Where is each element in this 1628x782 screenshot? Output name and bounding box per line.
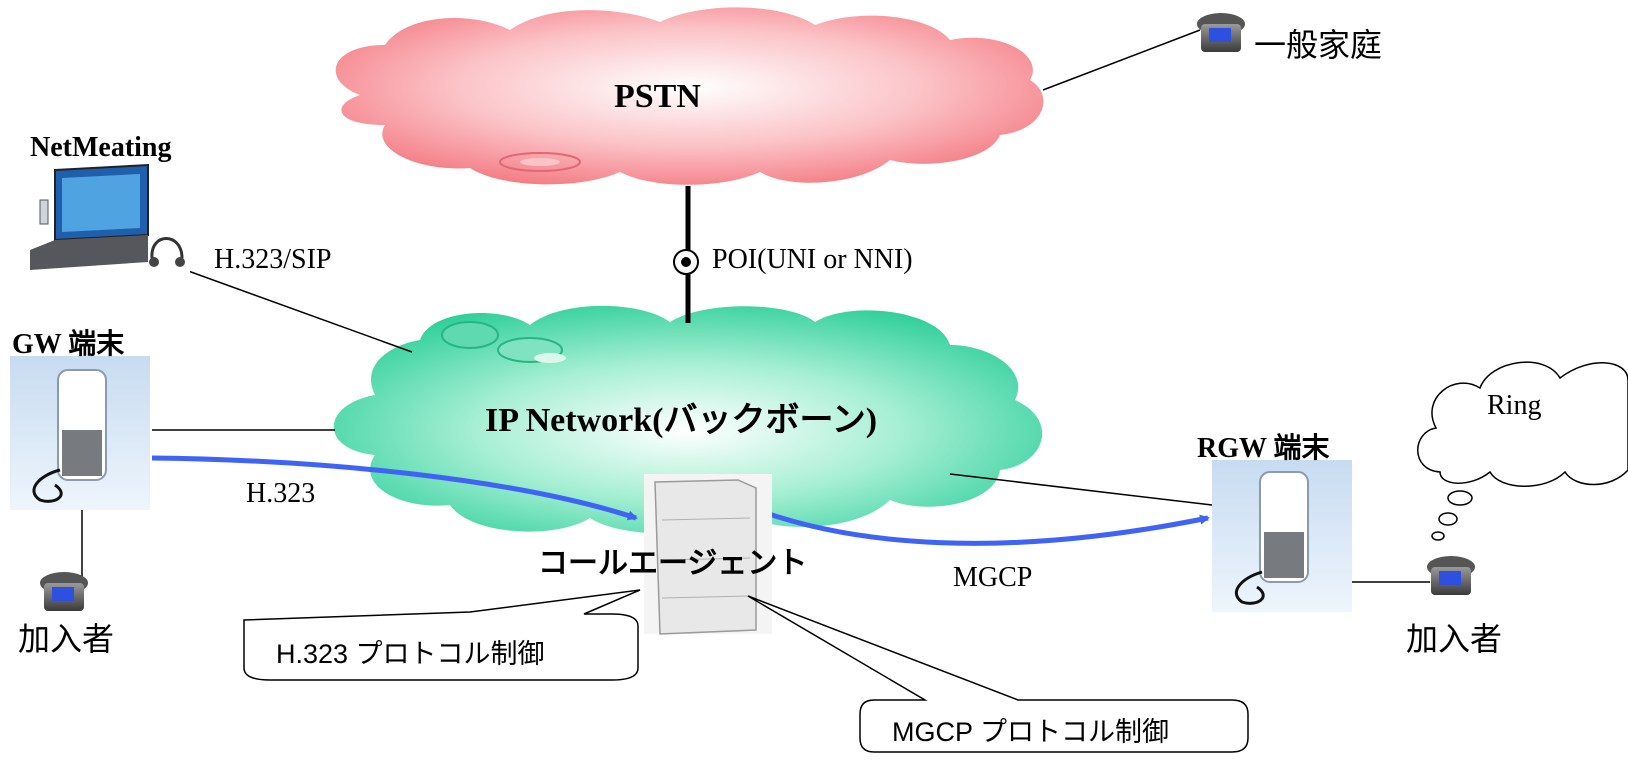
telephone-icon-subscriber-right <box>1427 556 1475 595</box>
h323-sip-label: H.323/SIP <box>214 244 332 275</box>
h323-control-label: H.323 プロトコル制御 <box>276 639 545 669</box>
rgw-terminal-device <box>1212 460 1352 612</box>
mgcp-arrow <box>751 505 1210 546</box>
call-agent-server <box>644 474 772 635</box>
rgw-terminal-label: RGW 端末 <box>1197 433 1330 464</box>
telephone-icon-household <box>1197 13 1245 52</box>
rgw-link <box>949 473 1213 506</box>
mgcp-label: MGCP <box>953 562 1033 593</box>
mgcp-callout <box>747 595 1249 753</box>
gw-terminal-device <box>10 356 150 510</box>
poi-label: POI(UNI or NNI) <box>712 244 913 275</box>
subscriber-left-label: 加入者 <box>18 621 115 657</box>
pstn-cloud <box>335 7 1044 185</box>
call-agent-label: コールエージェント <box>538 547 808 580</box>
netmeeting-link <box>179 267 413 353</box>
gw-terminal-label: GW 端末 <box>12 329 125 360</box>
household-label: 一般家庭 <box>1254 27 1383 63</box>
mgcp-control-label: MGCP プロトコル制御 <box>892 717 1170 747</box>
laptop-icon <box>20 163 190 295</box>
subscriber-right-label: 加入者 <box>1406 621 1503 657</box>
h323-callout <box>243 589 641 681</box>
telephone-icon-subscriber-left <box>40 572 88 611</box>
ip-network-cloud <box>333 305 1043 534</box>
pstn-household-link <box>1042 29 1201 91</box>
h323-arrow <box>151 455 638 521</box>
thought-bubble <box>1417 361 1628 541</box>
h323-label: H.323 <box>246 478 316 509</box>
netmeeting-label: NetMeating <box>30 132 172 163</box>
poi-icon <box>673 249 699 275</box>
ip-network-label: IP Network(バックボーン) <box>485 402 878 439</box>
pstn-label: PSTN <box>614 78 701 115</box>
ring-label: Ring <box>1487 390 1542 421</box>
